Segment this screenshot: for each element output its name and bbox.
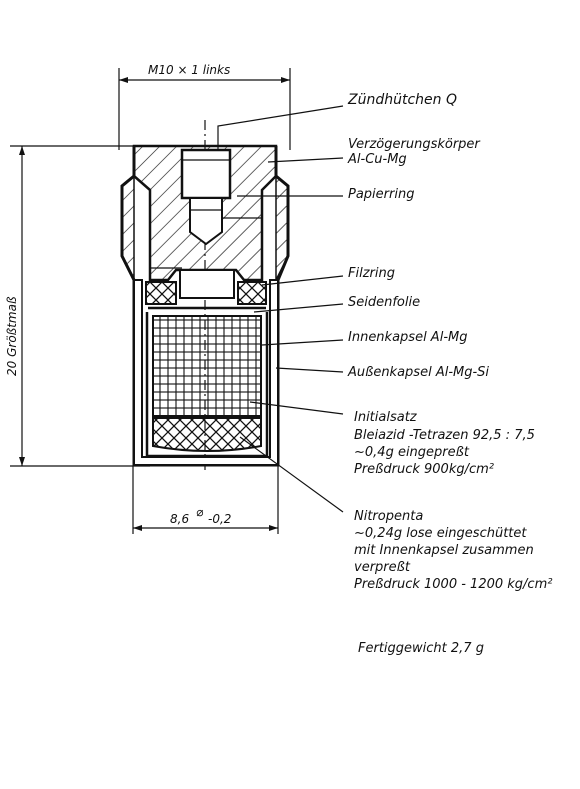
height-dimension-label: 20 Größtmaß: [5, 296, 19, 376]
label-delay-body: Verzögerungskörper: [348, 137, 481, 152]
label-felt-ring: Filzring: [348, 266, 395, 281]
primer-cap: [180, 148, 232, 200]
total-weight: Fertiggewicht 2,7 g: [358, 641, 484, 656]
outer-capsule: [120, 146, 290, 467]
diameter-dimension-value: 8,6: [170, 512, 189, 526]
label-nitropenta: Nitropenta: [354, 509, 423, 524]
felt-ring: [145, 281, 267, 305]
label-delay-body-material: Al-Cu-Mg: [347, 152, 407, 167]
height-dimension: 20 Größtmaß: [5, 145, 150, 467]
initial-charge-line-1: Bleiazid -Tetrazen 92,5 : 7,5: [354, 428, 535, 443]
label-paper-ring: Papierring: [348, 187, 414, 202]
nitropenta-line-3: verpreßt: [354, 560, 411, 575]
initial-charge-line-3: Preßdruck 900kg/cm²: [354, 462, 494, 477]
initial-charge: [152, 315, 262, 417]
label-initial-charge: Initialsatz: [354, 410, 418, 425]
initial-charge-line-2: ~0,4g eingepreßt: [354, 445, 470, 460]
leader-lines: [217, 105, 344, 513]
label-primer: Zündhütchen Q: [347, 92, 457, 108]
diameter-tolerance: -0,2: [208, 512, 231, 526]
diameter-symbol: ⌀: [196, 505, 204, 519]
label-silk-foil: Seidenfolie: [348, 295, 420, 310]
label-inner-capsule: Innenkapsel Al-Mg: [348, 330, 467, 345]
thread-dimension: M10 × 1 links: [118, 63, 291, 150]
diameter-dimension: 8,6 ⌀ -0,2: [132, 466, 279, 534]
component-labels: Zündhütchen Q Verzögerungskörper Al-Cu-M…: [347, 92, 552, 656]
inner-capsule: [145, 312, 269, 458]
delay-body: [132, 144, 278, 299]
nitropenta-line-4: Preßdruck 1000 - 1200 kg/cm²: [354, 577, 552, 592]
nitropenta-charge: [152, 417, 262, 452]
label-outer-capsule: Außenkapsel Al-Mg-Si: [347, 365, 489, 380]
nitropenta-line-1: ~0,24g lose eingeschüttet: [354, 526, 527, 541]
thread-dimension-label: M10 × 1 links: [148, 63, 230, 77]
nitropenta-line-2: mit Innenkapsel zusammen: [354, 543, 534, 558]
